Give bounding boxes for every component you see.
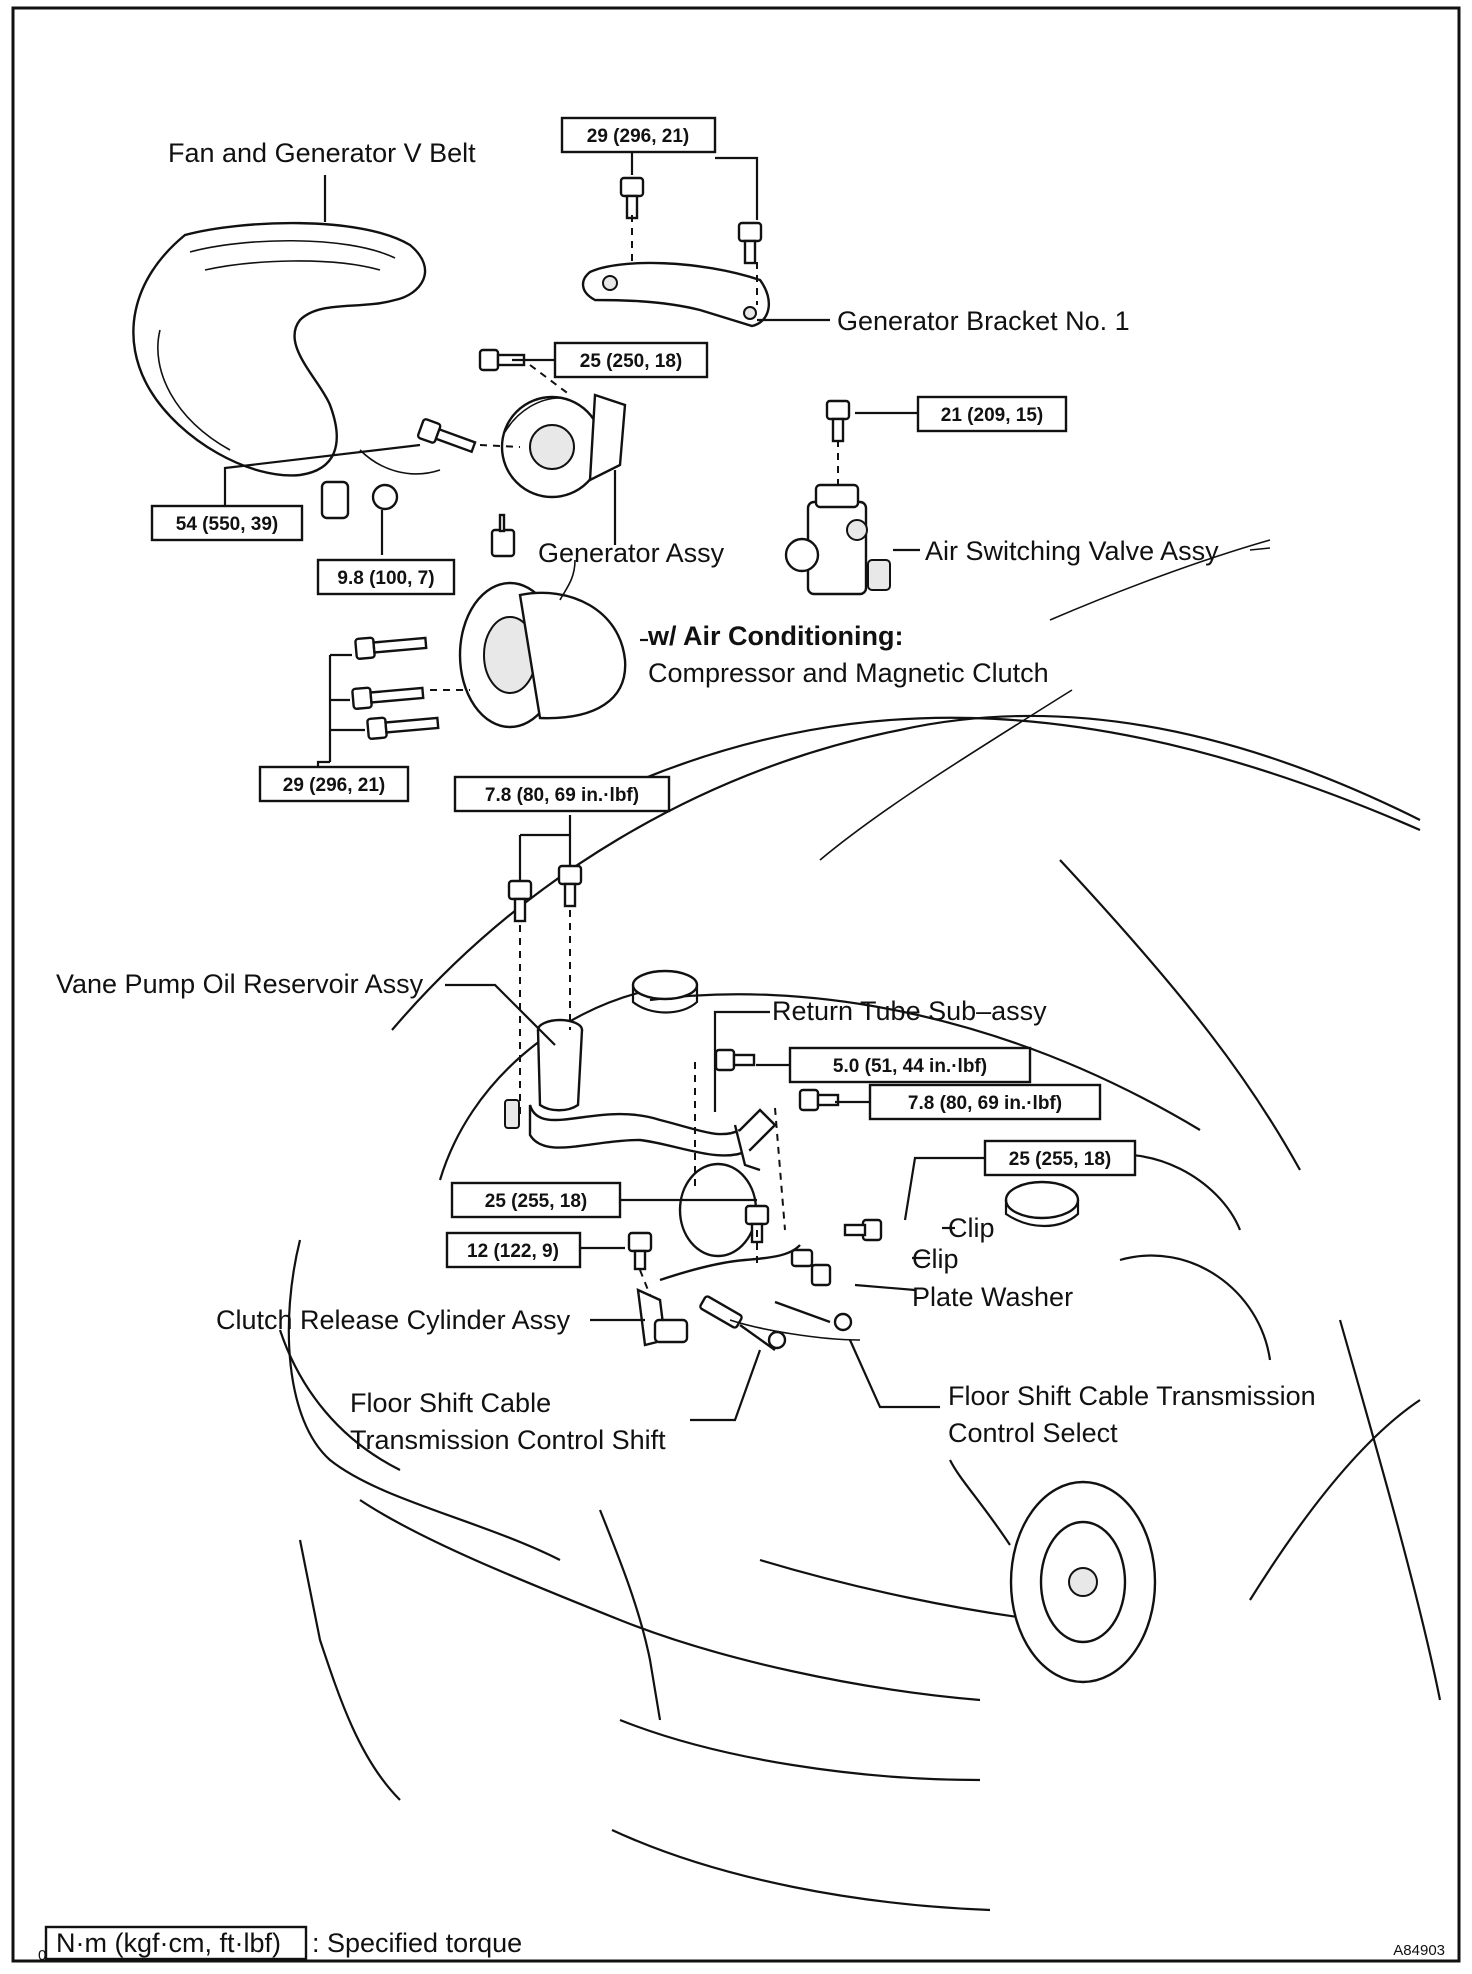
label-air-switching-valve: Air Switching Valve Assy bbox=[925, 536, 1219, 566]
torque-reservoir: 7.8 (80, 69 in.·lbf) bbox=[485, 785, 639, 806]
torque-gen-upper: 25 (250, 18) bbox=[580, 351, 682, 372]
page-frame bbox=[11, 6, 1461, 1963]
bolt-compressor-3 bbox=[366, 716, 440, 740]
bolt-gen-upper bbox=[478, 348, 526, 372]
torque-clip-bolt: 25 (255, 18) bbox=[1009, 1149, 1111, 1170]
label-compressor: Compressor and Magnetic Clutch bbox=[648, 658, 1049, 688]
torque-compressor: 29 (296, 21) bbox=[283, 775, 385, 796]
label-vane-pump: Vane Pump Oil Reservoir Assy bbox=[56, 969, 424, 999]
bolt-reservoir-left bbox=[507, 879, 533, 923]
torque-gen-lower: 54 (550, 39) bbox=[176, 514, 278, 535]
legend-unit-box: N·m (kgf·cm, ft·lbf) bbox=[56, 1928, 281, 1958]
label-select-cable-2: Control Select bbox=[948, 1418, 1118, 1448]
clutch-cable-assembly-drawing bbox=[636, 1244, 861, 1351]
label-clip-2: Clip bbox=[912, 1244, 959, 1274]
fan-belt-drawing bbox=[132, 221, 427, 477]
figure-code: A84903 bbox=[1393, 1942, 1445, 1959]
part-labels: Fan and Generator V Belt Generator Brack… bbox=[56, 138, 1316, 1455]
torque-boxes: 29 (296, 21) 25 (250, 18) 21 (209, 15) 5… bbox=[150, 116, 1137, 1269]
bolt-clip bbox=[843, 1218, 883, 1242]
label-return-tube: Return Tube Sub–assy bbox=[772, 996, 1047, 1026]
torque-cylinder-1: 25 (255, 18) bbox=[485, 1191, 587, 1212]
label-clutch-release: Clutch Release Cylinder Assy bbox=[216, 1305, 571, 1335]
bolts bbox=[320, 176, 883, 1271]
generator-drawing bbox=[500, 393, 627, 499]
bolt-gen-lower bbox=[416, 418, 477, 454]
legend-corner-mark: 0 bbox=[38, 1947, 46, 1964]
reservoir-drawing bbox=[504, 1018, 777, 1172]
legend-description: : Specified torque bbox=[312, 1928, 522, 1958]
label-fan-belt: Fan and Generator V Belt bbox=[168, 138, 476, 168]
bolt-cylinder-2 bbox=[627, 1231, 653, 1271]
torque-legend: N·m (kgf·cm, ft·lbf) : Specified torque … bbox=[38, 1925, 522, 1964]
bolt-return-1 bbox=[714, 1048, 756, 1072]
torque-cylinder-2: 12 (122, 9) bbox=[467, 1241, 559, 1262]
compressor-drawing bbox=[458, 513, 627, 729]
label-select-cable-1: Floor Shift Cable Transmission bbox=[948, 1381, 1316, 1411]
bolt-reservoir-right bbox=[557, 864, 583, 908]
label-generator-assy: Generator Assy bbox=[538, 538, 725, 568]
bolt-compressor-2 bbox=[351, 686, 425, 710]
label-clip-1: Clip bbox=[948, 1213, 995, 1243]
torque-bracket: 29 (296, 21) bbox=[587, 126, 689, 147]
bolt-valve bbox=[825, 399, 851, 443]
air-switching-valve-drawing bbox=[784, 483, 891, 596]
torque-valve: 21 (209, 15) bbox=[941, 405, 1043, 426]
torque-return-tube-1: 5.0 (51, 44 in.·lbf) bbox=[833, 1056, 987, 1077]
torque-return-tube-2: 7.8 (80, 69 in.·lbf) bbox=[908, 1093, 1062, 1114]
generator-bracket-drawing bbox=[581, 261, 770, 328]
bolt-bracket-right bbox=[737, 221, 763, 265]
label-generator-bracket: Generator Bracket No. 1 bbox=[837, 306, 1130, 336]
label-ac-heading: w/ Air Conditioning: bbox=[647, 621, 903, 651]
label-shift-cable-1: Floor Shift Cable bbox=[350, 1388, 551, 1418]
bolt-compressor-1 bbox=[354, 636, 428, 660]
label-plate-washer: Plate Washer bbox=[912, 1282, 1073, 1312]
bolt-bracket-left bbox=[619, 176, 645, 220]
leader-lines bbox=[223, 145, 1271, 1422]
label-shift-cable-2: Transmission Control Shift bbox=[350, 1425, 666, 1455]
nut-gen-terminal bbox=[320, 480, 399, 520]
torque-gen-terminal: 9.8 (100, 7) bbox=[337, 568, 434, 589]
bolt-return-2 bbox=[798, 1088, 840, 1112]
